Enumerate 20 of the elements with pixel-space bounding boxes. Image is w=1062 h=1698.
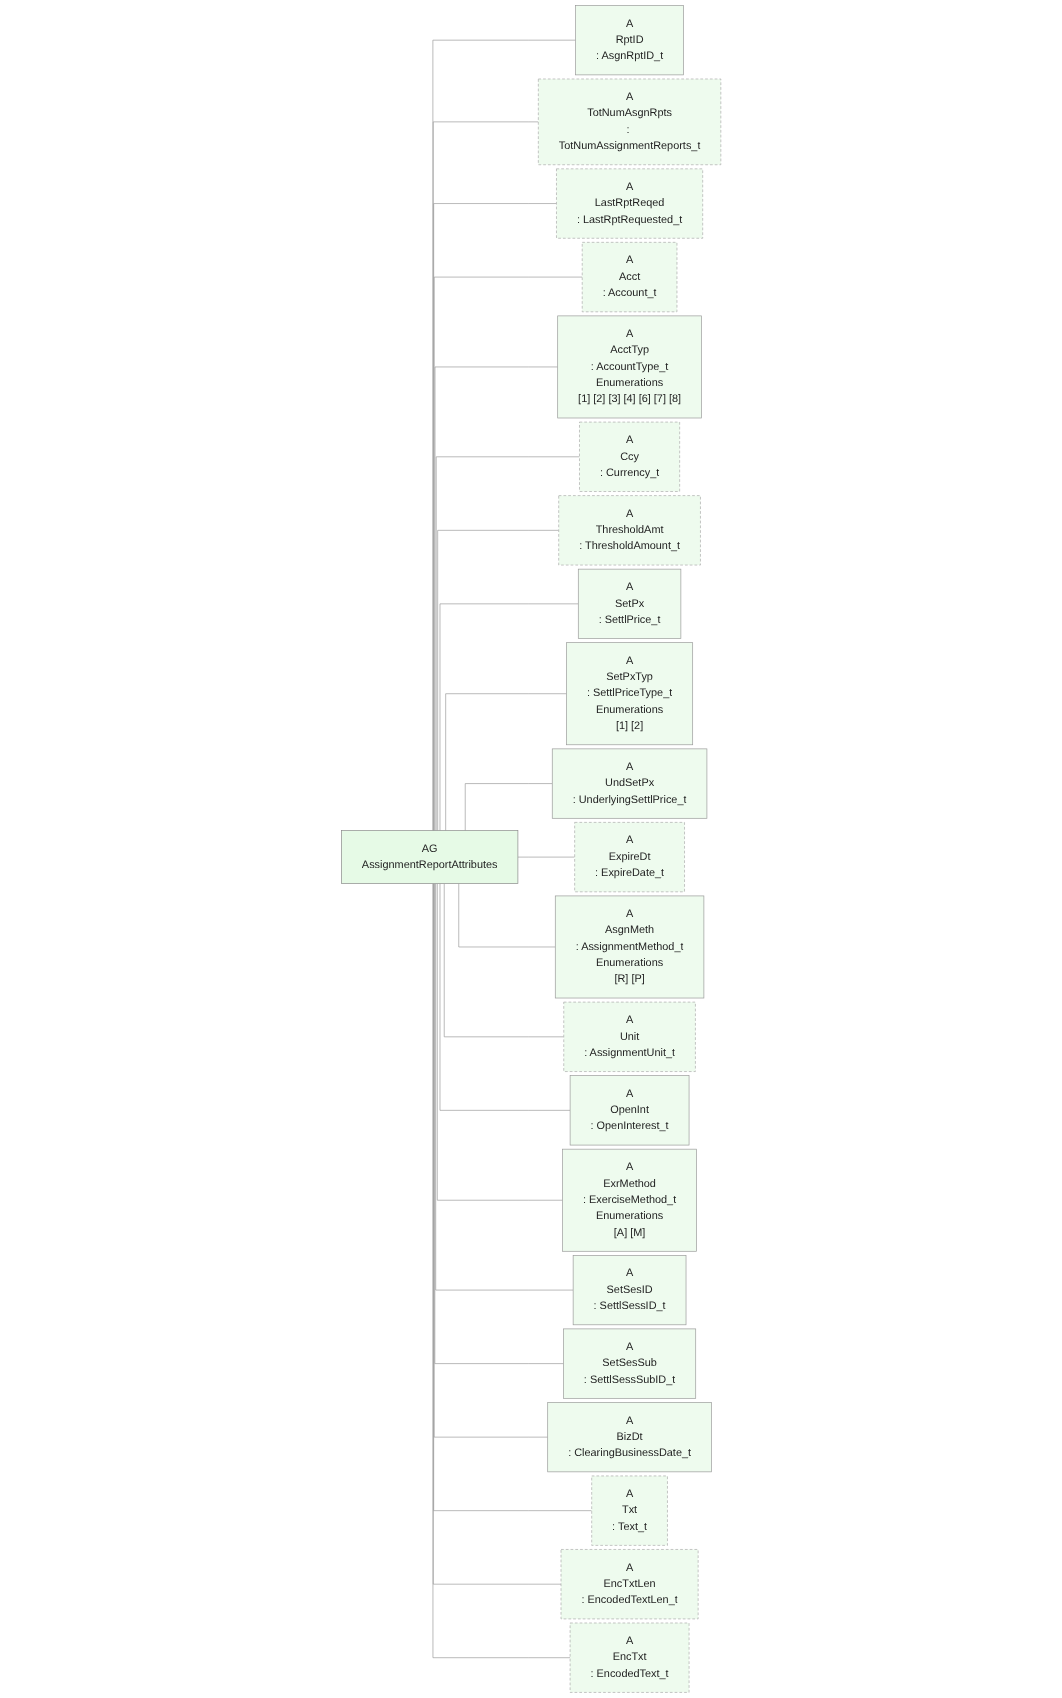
connector [433, 883, 548, 1438]
connector [517, 856, 575, 858]
connector [432, 39, 576, 831]
connector [433, 203, 557, 831]
connector [445, 693, 567, 831]
connector [434, 366, 558, 831]
connector [439, 883, 571, 1111]
connector [433, 883, 592, 1512]
connector [435, 456, 580, 831]
connector [435, 883, 574, 1291]
connector [433, 276, 583, 831]
connector [436, 883, 563, 1201]
connector [437, 530, 559, 831]
connector [443, 883, 564, 1038]
connector [439, 603, 579, 831]
connector [464, 783, 553, 831]
connector [434, 883, 564, 1364]
connector [432, 883, 571, 1659]
connector [432, 883, 562, 1585]
connector [458, 883, 556, 948]
